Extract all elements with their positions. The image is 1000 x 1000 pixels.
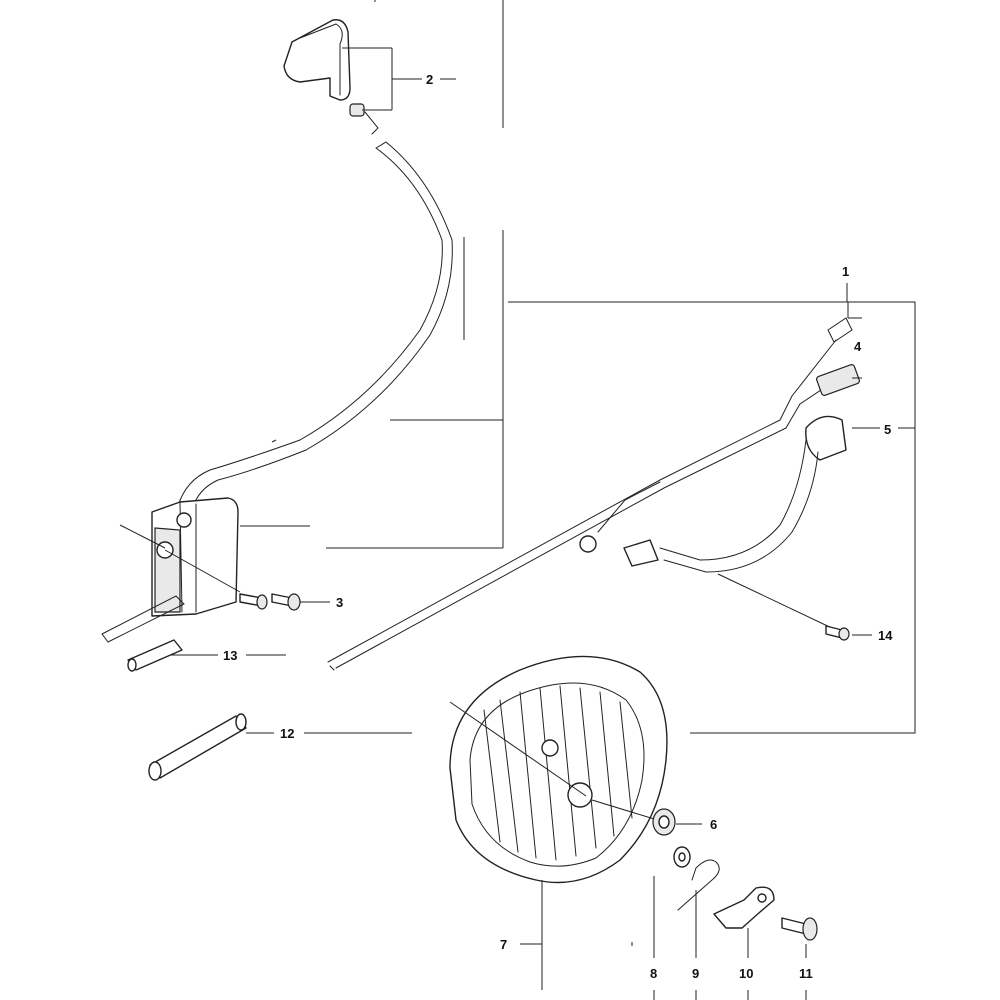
callout-10: 10 xyxy=(739,966,753,981)
flywheel-icon xyxy=(449,655,668,990)
pawl-icon xyxy=(713,886,775,1000)
callout-3: 3 xyxy=(336,595,343,610)
nut-icon xyxy=(652,808,702,836)
callout-5: 5 xyxy=(884,422,891,437)
callout-14: 14 xyxy=(878,628,893,643)
callout-12: 12 xyxy=(280,726,294,741)
callout-2: 2 xyxy=(426,72,433,87)
spring-icon xyxy=(677,859,720,1000)
screw-14-icon xyxy=(717,573,872,641)
ht-lead xyxy=(177,141,453,513)
washer-icon xyxy=(653,846,691,1000)
screw-icon xyxy=(239,593,330,611)
callout-1: 1 xyxy=(842,264,849,279)
callout-7: 7 xyxy=(500,937,507,952)
callout-8: 8 xyxy=(650,966,657,981)
callout-13: 13 xyxy=(223,648,237,663)
callout-9: 9 xyxy=(692,966,699,981)
callout-4: 4 xyxy=(854,339,862,354)
screw-11-icon xyxy=(781,917,818,1000)
callout-11: 11 xyxy=(799,966,813,981)
spark-plug-cap-icon xyxy=(283,19,456,135)
callout-6: 6 xyxy=(710,817,717,832)
callout-labels: 1 2 3 4 5 6 7 8 9 10 11 12 13 14 xyxy=(223,72,893,981)
tube-icon xyxy=(148,713,412,781)
ignition-coil-icon xyxy=(101,497,241,643)
frame-lines xyxy=(240,0,916,734)
sleeve-icon xyxy=(127,639,286,672)
wire-harness-icon xyxy=(327,302,915,671)
